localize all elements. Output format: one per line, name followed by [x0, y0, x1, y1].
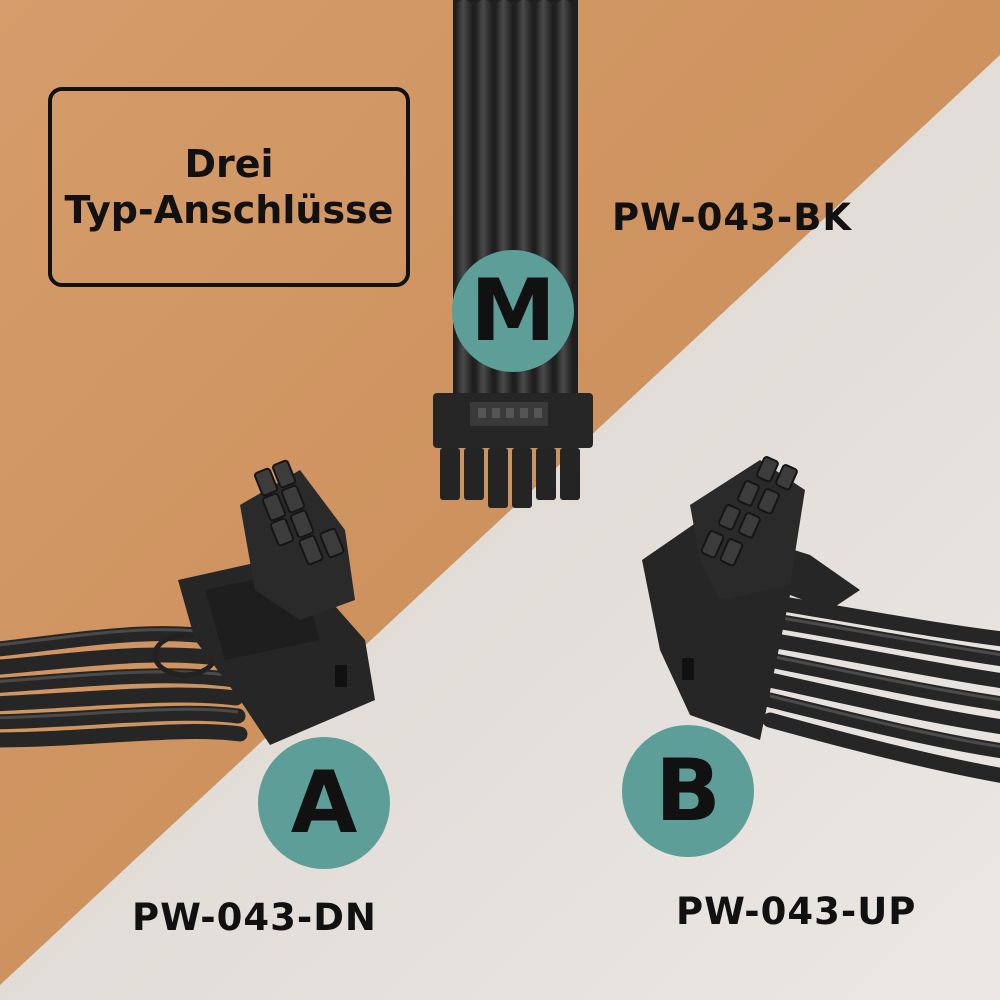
title-line-2: Typ-Anschlüsse — [64, 188, 394, 232]
model-label-top: PW-043-BK — [612, 196, 853, 239]
background-grey — [0, 55, 1000, 1000]
cable-left-icon — [0, 459, 375, 748]
title-box: Drei Typ-Anschlüsse — [48, 87, 410, 287]
title-line-1: Drei — [184, 142, 274, 186]
badge-b: B — [622, 725, 754, 857]
model-label-left: PW-043-DN — [132, 896, 377, 939]
cable-right-icon — [642, 456, 1000, 783]
badge-m: M — [452, 250, 574, 372]
model-label-right: PW-043-UP — [676, 890, 917, 933]
badge-a: A — [258, 737, 390, 869]
